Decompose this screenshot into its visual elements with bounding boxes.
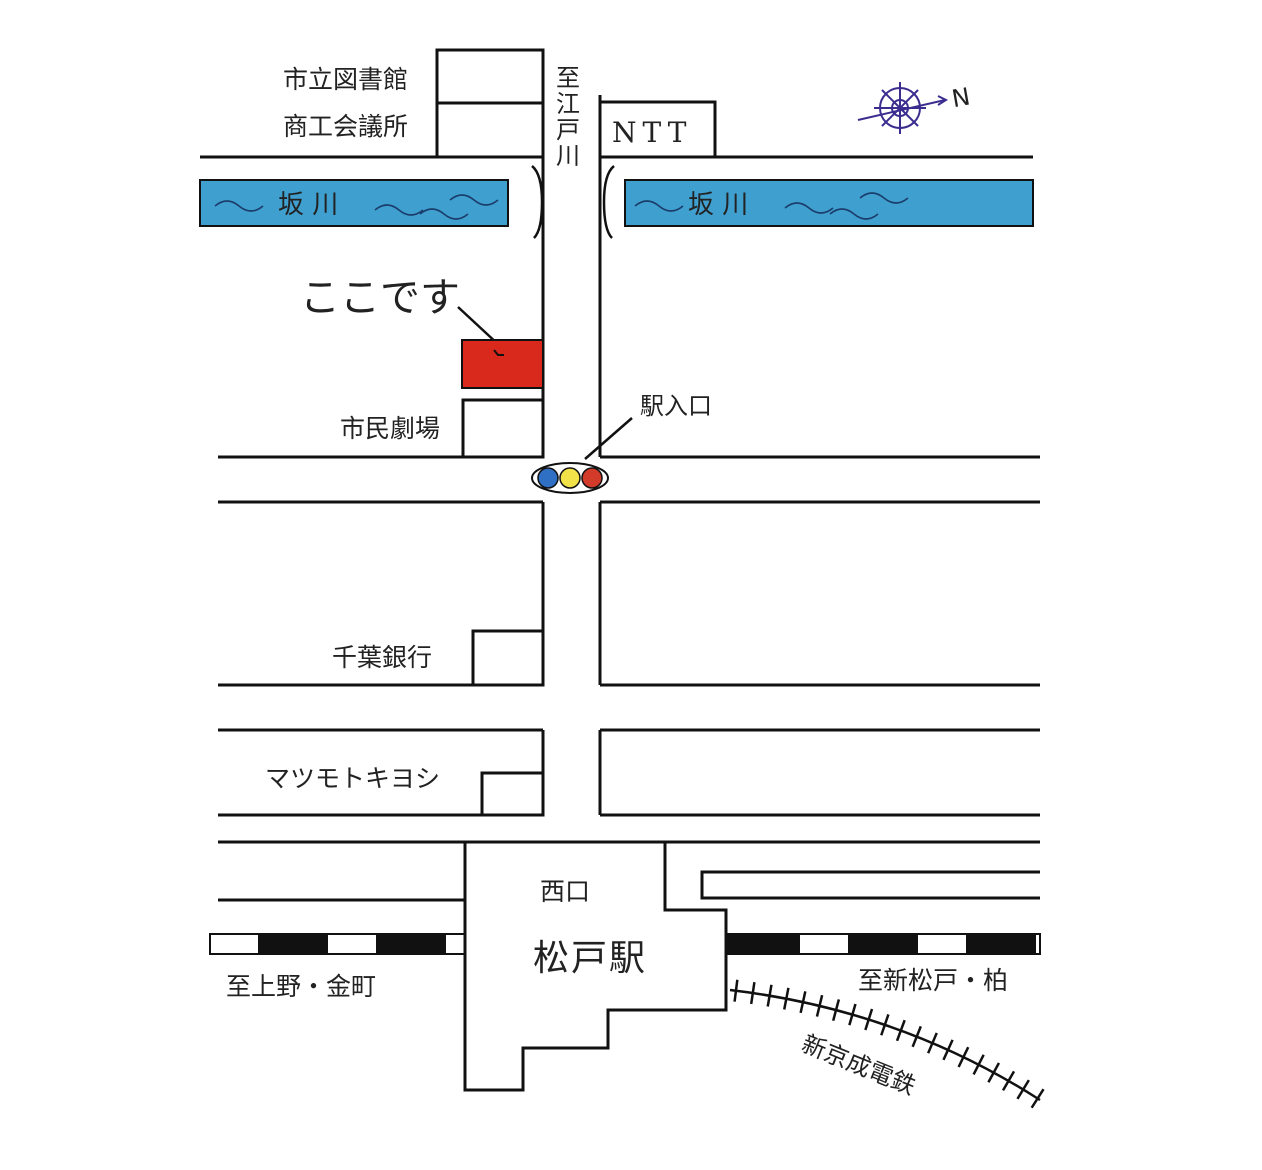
railway-tie <box>972 1054 985 1076</box>
label-library: 市立図書館 <box>283 65 408 94</box>
railway-tie <box>1001 1070 1016 1092</box>
building-library <box>435 48 545 105</box>
label-shin-keisei: 新京成電鉄 <box>798 1030 920 1101</box>
svg-text:至: 至 <box>556 64 580 92</box>
railway-tie <box>942 1039 954 1061</box>
label-drugstore: マツモトキヨシ <box>265 764 440 793</box>
compass-north-letter: N <box>950 82 973 113</box>
station-road-right-2 <box>700 870 1040 900</box>
railway-tie <box>766 984 773 1007</box>
railway-tie <box>987 1062 1001 1083</box>
railway-tie <box>799 991 807 1014</box>
label-station-entrance: 駅入口 <box>640 392 712 420</box>
building-bank <box>471 629 545 687</box>
compass-icon <box>857 82 949 134</box>
river-label-right: 坂 川 <box>688 190 748 220</box>
railway-tie <box>957 1046 970 1068</box>
target-building <box>461 339 544 389</box>
railway-tie <box>864 1008 874 1031</box>
signal-blue <box>537 467 559 489</box>
bridge-right <box>602 165 615 239</box>
railway-tie <box>880 1014 890 1036</box>
railway-tie <box>1030 1088 1045 1109</box>
here-label: ここです <box>300 275 460 321</box>
building-theater <box>461 398 545 459</box>
railway-ties <box>733 979 1045 1109</box>
river-label-left: 坂 川 <box>278 190 338 220</box>
entrance-pointer <box>584 417 633 460</box>
railway-tie <box>911 1025 922 1048</box>
railway-tie <box>848 1003 857 1026</box>
railway-tie <box>783 987 790 1010</box>
signal-yellow <box>559 467 581 489</box>
building-chamber <box>435 101 545 159</box>
traffic-signal <box>531 462 609 494</box>
svg-text:江: 江 <box>556 90 580 118</box>
river-left <box>199 179 509 227</box>
railway-tie <box>895 1019 906 1042</box>
railway-tie <box>831 999 841 1021</box>
bridge-left <box>531 165 544 239</box>
label-bank: 千葉銀行 <box>332 643 432 672</box>
railway-tie <box>749 981 756 1005</box>
railway-tie <box>815 994 824 1017</box>
label-ntt: NTT <box>612 116 692 149</box>
label-west-exit: 西口 <box>540 877 590 906</box>
building-drugstore <box>480 771 545 817</box>
railway-tie <box>927 1032 938 1054</box>
railway-tie <box>1016 1079 1030 1100</box>
railway-jr <box>209 933 1041 955</box>
label-to-ueno: 至上野・金町 <box>226 972 376 1001</box>
label-chamber: 商工会議所 <box>283 112 408 141</box>
label-station: 松戸駅 <box>533 938 647 979</box>
river-right <box>624 179 1034 227</box>
svg-text:川: 川 <box>556 142 580 170</box>
station-building <box>463 840 728 1092</box>
label-theater: 市民劇場 <box>340 414 440 443</box>
direction-edogawa: 至 江 戸 川 <box>556 64 580 170</box>
label-to-shin-matsudo: 至新松戸・柏 <box>858 966 1008 995</box>
building-ntt <box>598 100 717 159</box>
river-waves <box>214 192 909 220</box>
railway-tie <box>733 979 739 1002</box>
railway-shin-keisei <box>729 988 1041 1102</box>
svg-text:戸: 戸 <box>556 116 580 144</box>
signal-red <box>581 467 603 489</box>
